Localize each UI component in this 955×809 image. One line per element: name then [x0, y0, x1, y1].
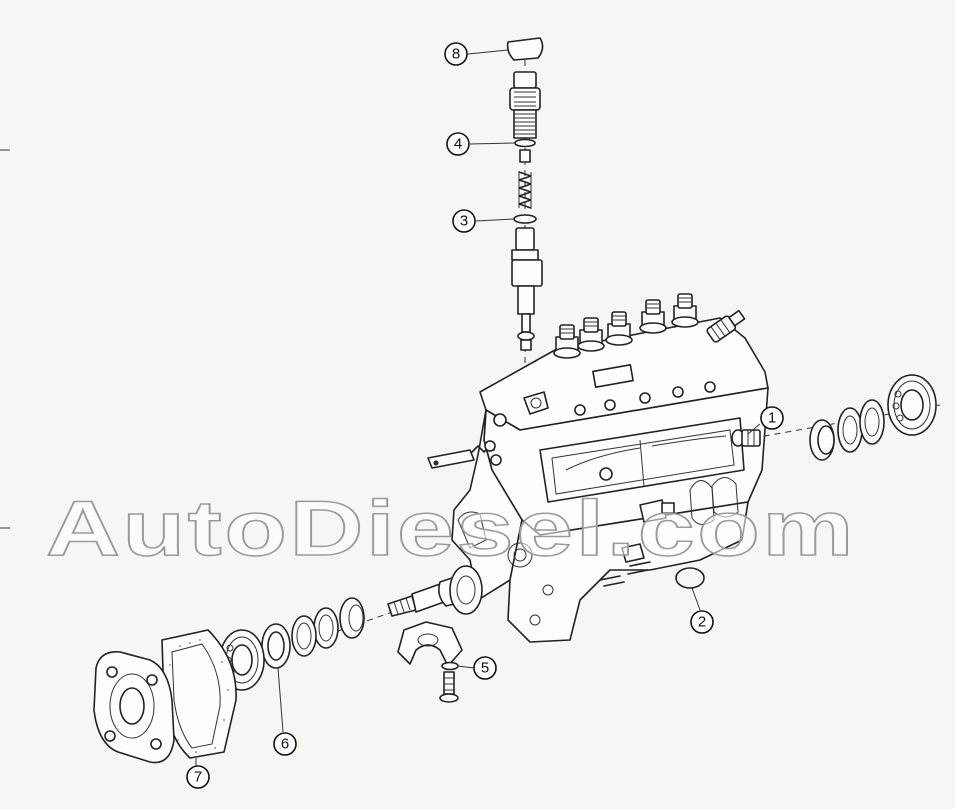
cap-bolt: [443, 671, 455, 695]
leader-lines: [195, 49, 761, 766]
svg-text:6: 6: [281, 736, 289, 753]
valve-spring: [518, 171, 532, 209]
svg-text:2: 2: [698, 614, 706, 631]
valve-stem: [519, 149, 531, 163]
valve-holder-top: [513, 71, 537, 89]
plunger-foot: [517, 331, 535, 341]
svg-text:1: 1: [768, 410, 776, 427]
valve-holder-thread: [513, 109, 537, 139]
delivery-valve-holders: [523, 293, 746, 415]
svg-text:4: 4: [454, 136, 462, 153]
delivery-valve: [515, 227, 535, 251]
shims: [837, 399, 885, 453]
watermark: AutoDiesel.com: [46, 484, 856, 572]
housing-screws: [490, 381, 716, 466]
callout-8: 8: [444, 42, 468, 66]
pump-housing: [451, 317, 769, 643]
spring-washer: [513, 214, 537, 224]
nameplate: [592, 364, 634, 388]
right-side-parts: [731, 374, 941, 461]
delivery-valve-stack: [506, 37, 544, 385]
oil-seal-ring: [809, 419, 835, 461]
callout-3: 3: [452, 209, 476, 233]
cap-washer: [441, 661, 459, 671]
o-ring: [675, 567, 705, 589]
svg-text:3: 3: [460, 213, 468, 230]
svg-text:8: 8: [452, 46, 460, 63]
callout-7: 7: [186, 765, 210, 789]
valve-collar: [511, 249, 539, 261]
valve-holder-hex: [509, 87, 541, 111]
protective-cap: [506, 37, 544, 61]
callout-5: 5: [473, 656, 497, 680]
callout-1: 1: [760, 406, 784, 430]
plunger: [521, 313, 531, 333]
callout-4: 4: [446, 132, 470, 156]
end-flange: [93, 651, 175, 764]
shim-b: [291, 615, 317, 657]
seal-ring-a: [339, 597, 365, 639]
plunger-tip: [520, 339, 532, 351]
callout-2: 2: [690, 610, 714, 634]
plunger-barrel-head: [511, 259, 543, 287]
housing-lower-body: [507, 501, 749, 643]
bearing-cap: [397, 621, 463, 703]
camshaft: [169, 565, 483, 691]
svg-text:5: 5: [481, 660, 489, 677]
callout-6: 6: [273, 732, 297, 756]
shim-a: [313, 607, 339, 649]
inner-race-item-6: [261, 623, 291, 669]
plunger-barrel: [517, 285, 535, 315]
left-bearing-stack: [219, 597, 365, 691]
plug-screw: [731, 429, 761, 447]
sealing-washer: [514, 138, 536, 148]
center-fitting: [621, 499, 675, 563]
control-rod: [427, 440, 496, 469]
svg-text:7: 7: [194, 769, 202, 786]
ball-bearing-right: [887, 374, 937, 436]
